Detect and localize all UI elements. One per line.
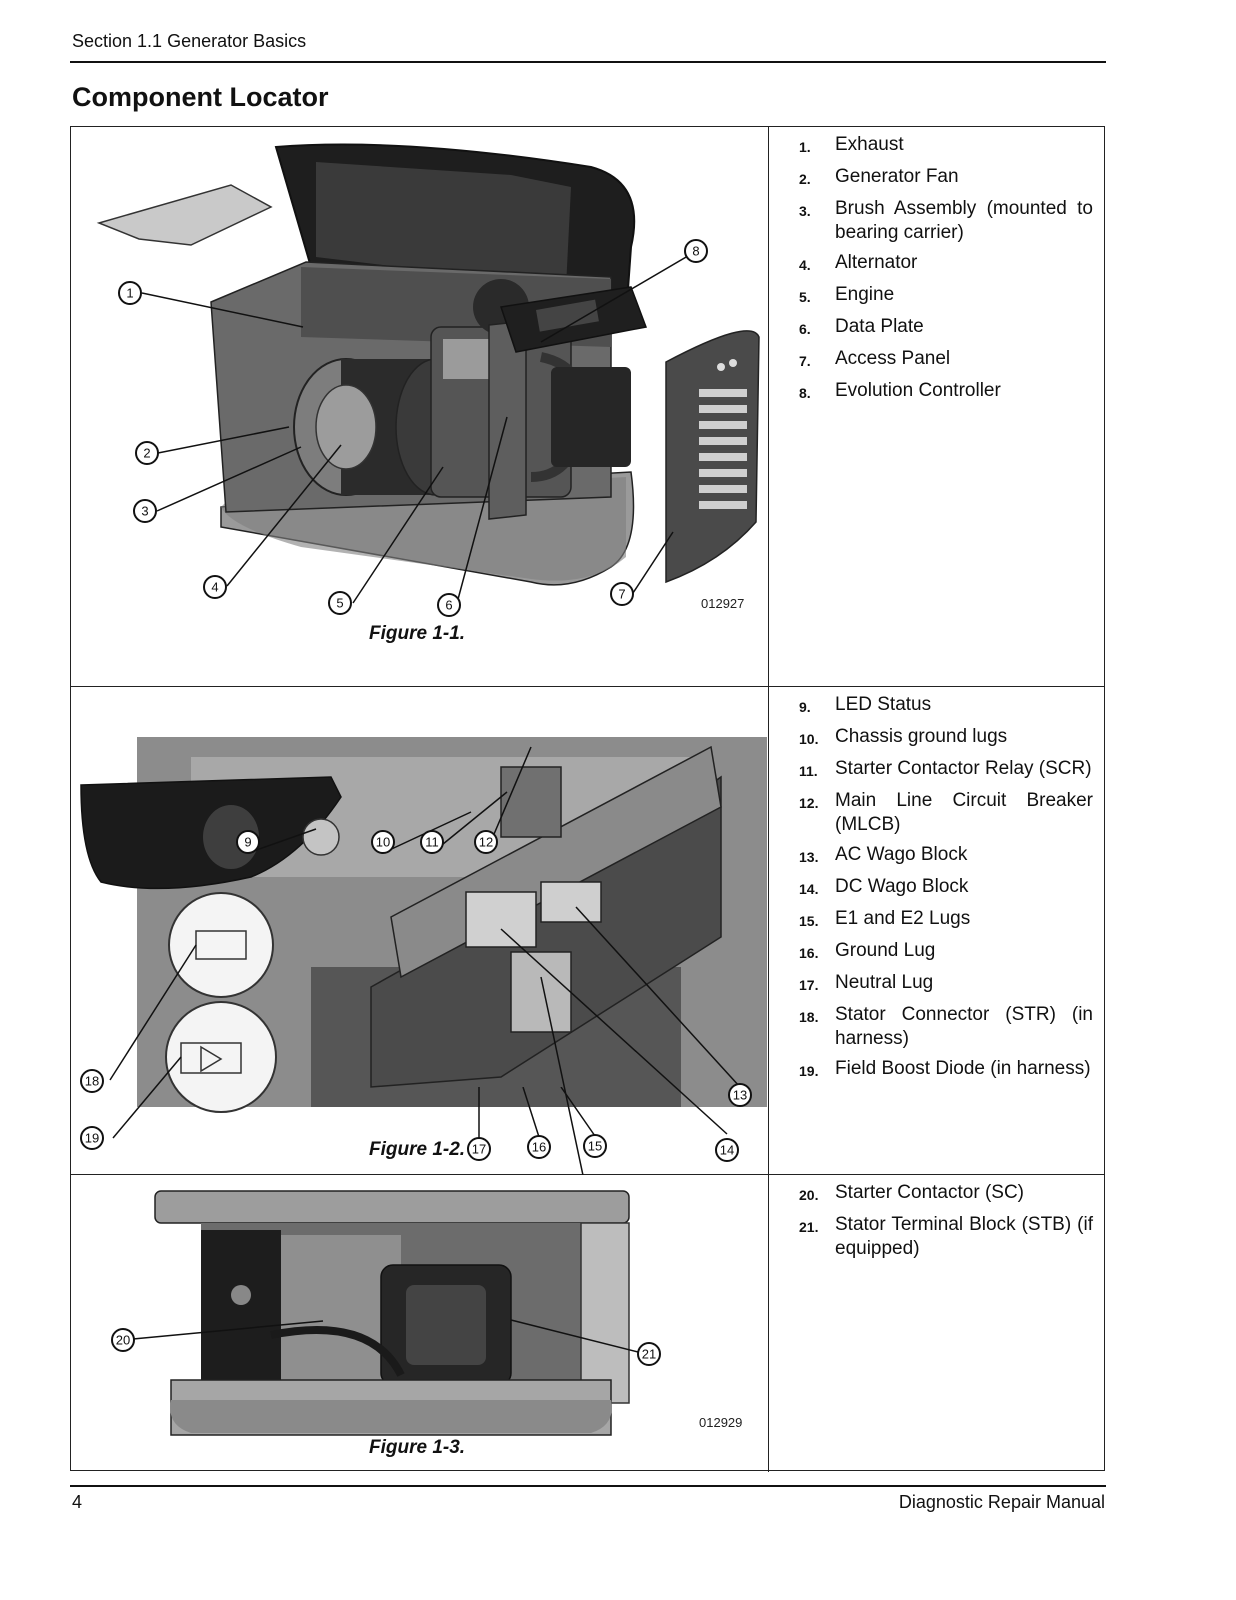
svg-text:8: 8 [692,244,699,259]
list-item: 6.Data Plate [799,316,924,337]
callout-20: 20 [111,1328,135,1352]
page-title: Component Locator [72,82,329,112]
svg-text:6: 6 [445,598,452,613]
callout-21: 21 [637,1342,661,1366]
svg-text:9: 9 [244,835,251,850]
svg-text:18: 18 [85,1074,99,1089]
svg-text:2: 2 [143,446,150,461]
figure-row-1: 1 2 3 4 5 6 7 8 012927 Figure 1-1. 1.Exh… [71,127,1104,687]
svg-text:10: 10 [376,835,390,850]
list-item: 19.Field Boost Diode (in harness) [799,1058,1091,1079]
list-item: 2.Generator Fan [799,166,959,187]
svg-text:16: 16 [532,1140,546,1155]
svg-text:3: 3 [141,504,148,519]
callout-16: 16 [527,1135,551,1159]
figure-code: 012927 [701,596,744,611]
footer-rule [70,1485,1106,1487]
list-item: 8.Evolution Controller [799,380,1001,401]
callout-12: 12 [474,830,498,854]
component-list-2: 9.LED Status 10.Chassis ground lugs 11.S… [769,687,1104,1174]
svg-text:14: 14 [720,1143,734,1158]
callout-18: 18 [80,1069,104,1093]
component-list-3: 20.Starter Contactor (SC) 21.Stator Term… [769,1175,1104,1472]
callout-1: 1 [118,281,142,305]
svg-text:19: 19 [85,1131,99,1146]
generator-side-view-illustration: 20 21 012929 [111,1190,742,1436]
svg-text:13: 13 [733,1088,747,1103]
list-item: 21.Stator Terminal Block (STB) (if equip… [799,1214,1093,1259]
list-item: 15.E1 and E2 Lugs [799,908,971,929]
callout-15: 15 [583,1134,607,1158]
section-header: Section 1.1 Generator Basics [72,31,307,51]
list-item: 10.Chassis ground lugs [799,726,1008,747]
svg-text:1: 1 [126,286,133,301]
svg-text:20: 20 [116,1333,130,1348]
figure-caption: Figure 1-1. [369,623,466,644]
callout-8: 8 [684,239,708,263]
figure-code: 012929 [699,1415,742,1430]
header-rule [70,61,1106,63]
figure-1-3-cell: 20 21 012929 Figure 1-3. [71,1175,769,1472]
callout-3: 3 [133,499,157,523]
manual-name: Diagnostic Repair Manual [898,1492,1105,1512]
svg-text:12: 12 [479,835,493,850]
list-item: 13.AC Wago Block [799,844,968,865]
figure-1-2-bottom-callouts: 17 16 15 [467,1087,607,1161]
callout-11: 11 [420,830,444,854]
svg-text:5: 5 [336,596,343,611]
list-item: 7.Access Panel [799,348,951,369]
callout-2: 2 [135,441,159,465]
component-list-1: 1.Exhaust 2.Generator Fan 3.Brush Assemb… [769,127,1104,686]
list-item: 1.Exhaust [799,134,904,155]
callout-17: 17 [467,1137,491,1161]
callout-14: 14 [715,1138,739,1162]
list-item: 20.Starter Contactor (SC) [799,1182,1024,1203]
callout-9: 9 [236,830,260,854]
figure-row-2: 9 10 11 12 13 14 18 19 012928 17 16 15 F… [71,687,1104,1175]
svg-text:17: 17 [472,1142,486,1157]
svg-text:7: 7 [618,587,625,602]
component-locator-table: 1 2 3 4 5 6 7 8 012927 Figure 1-1. 1.Exh… [70,126,1105,1472]
svg-text:21: 21 [642,1347,656,1362]
callout-10: 10 [371,830,395,854]
figure-caption: Figure 1-2. [369,1139,466,1160]
svg-text:15: 15 [588,1139,602,1154]
list-item: 3.Brush Assembly (mounted to bearing car… [799,198,1093,243]
generator-open-enclosure-illustration: 1 2 3 4 5 6 7 8 012927 [96,143,760,617]
callout-19: 19 [80,1126,104,1150]
callout-13: 13 [728,1083,752,1107]
list-item: 12.Main Line Circuit Breaker (MLCB) [799,790,1093,835]
list-item: 16.Ground Lug [799,940,936,961]
callout-7: 7 [610,582,634,606]
list-item: 9.LED Status [799,694,932,715]
list-item: 4.Alternator [799,252,918,273]
figure-caption: Figure 1-3. [369,1437,466,1458]
list-item: 14.DC Wago Block [799,876,969,897]
figure-row-3: 20 21 012929 Figure 1-3. 20.Starter Cont… [71,1175,1104,1472]
control-panel-closeup-illustration: 9 10 11 12 13 14 18 19 012928 [80,737,767,1175]
svg-text:11: 11 [425,835,439,850]
page-number: 4 [72,1492,83,1512]
list-item: 5.Engine [799,284,895,305]
figure-1-2-cell: 9 10 11 12 13 14 18 19 012928 17 16 15 F… [71,687,769,1175]
callout-6: 6 [437,593,461,617]
list-item: 18.Stator Connector (STR) (in harness) [799,1004,1093,1049]
list-item: 17.Neutral Lug [799,972,934,993]
list-item: 11.Starter Contactor Relay (SCR) [799,758,1092,779]
svg-text:4: 4 [211,580,218,595]
figure-1-1-cell: 1 2 3 4 5 6 7 8 012927 Figure 1-1. [71,127,769,686]
callout-4: 4 [203,575,227,599]
callout-5: 5 [328,591,352,615]
